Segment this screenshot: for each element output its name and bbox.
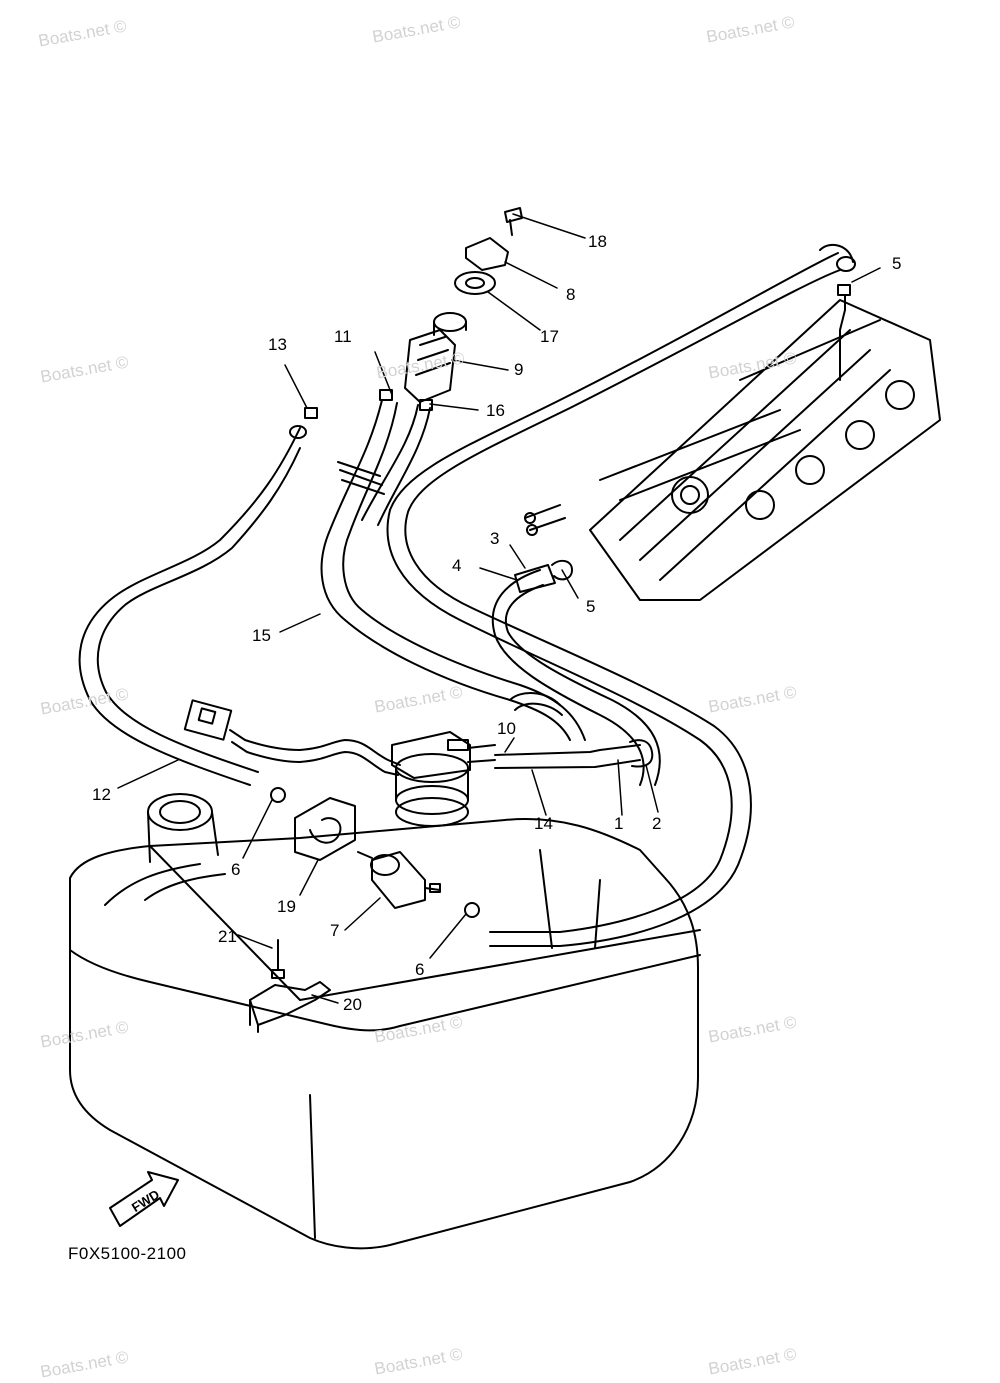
grommet-8 — [465, 237, 509, 271]
screw-18 — [504, 207, 523, 236]
callout-11: 11 — [334, 327, 352, 346]
callout-8: 8 — [566, 285, 576, 304]
bracket-19 — [294, 797, 356, 861]
hose-12 — [78, 425, 307, 786]
pump-harness — [183, 699, 401, 776]
callout-14: 14 — [534, 814, 553, 833]
leader-lines — [117, 213, 881, 1004]
callout-1: 1 — [614, 814, 624, 833]
callout-17: 17 — [540, 327, 559, 346]
callout-16: 16 — [486, 401, 505, 420]
bracket-20 — [249, 939, 331, 1033]
callout-6: 6 — [231, 860, 241, 879]
callout-10: 10 — [497, 719, 516, 738]
callout-5: 5 — [586, 597, 596, 616]
hose-15 — [320, 399, 586, 741]
fuel-pump-sender — [391, 731, 496, 827]
fuel-tank — [69, 793, 701, 1250]
fuel-filter — [357, 851, 441, 909]
nut-17 — [454, 271, 496, 295]
callout-7: 7 — [330, 921, 340, 940]
callout-18: 18 — [588, 232, 607, 251]
callout-20: 20 — [343, 995, 362, 1014]
callout-21: 21 — [218, 927, 237, 946]
callout-5b: 5 — [892, 254, 902, 273]
hose-2 — [386, 243, 856, 947]
callout-19: 19 — [277, 897, 296, 916]
clamps-5 — [551, 284, 851, 581]
clamps-6 — [270, 787, 480, 918]
throttle-body — [524, 294, 941, 601]
hoses-1-14 — [494, 739, 654, 769]
callout-6b: 6 — [415, 960, 425, 979]
callout-9: 9 — [514, 360, 524, 379]
callout-15: 15 — [252, 626, 271, 645]
callout-3: 3 — [490, 529, 500, 548]
callout-4: 4 — [452, 556, 462, 575]
valve-9 — [304, 312, 467, 419]
callout-2: 2 — [652, 814, 662, 833]
fwd-arrow — [109, 1171, 179, 1227]
callout-13: 13 — [268, 335, 287, 354]
callout-12: 12 — [92, 785, 111, 804]
diagram-code: F0X5100-2100 — [68, 1244, 187, 1263]
